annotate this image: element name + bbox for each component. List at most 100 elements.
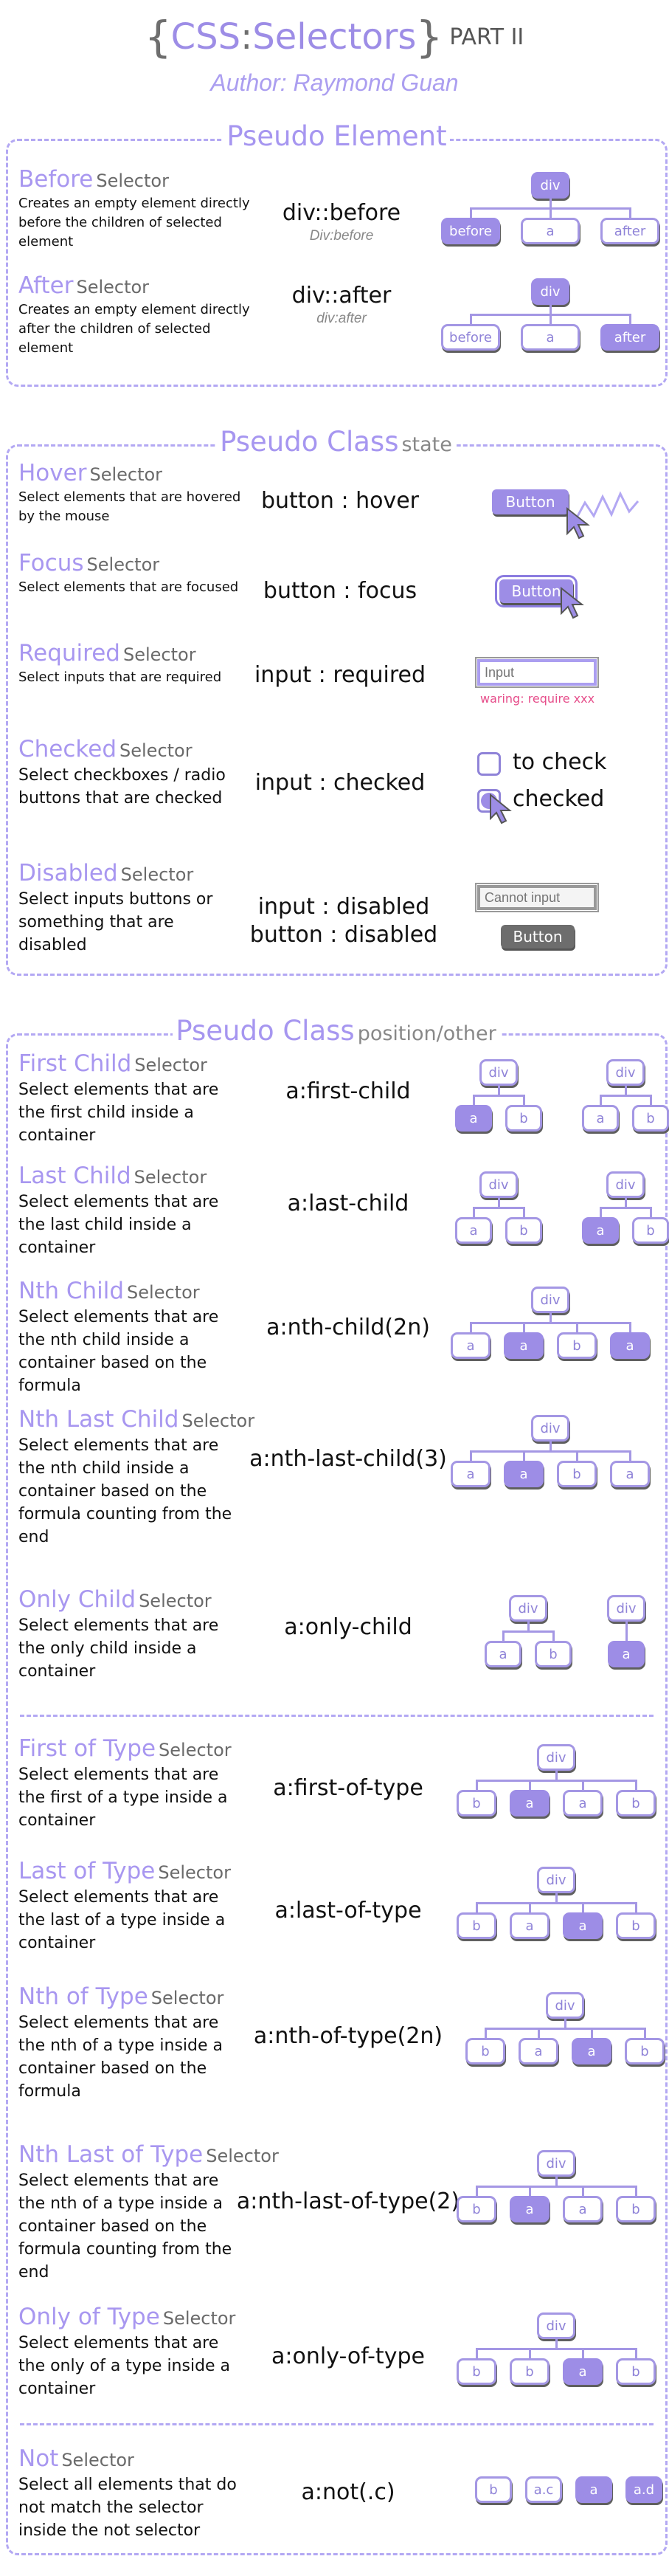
selector-description: Select elements that are the nth child i… xyxy=(18,1436,232,1546)
tree-connector xyxy=(472,1095,475,1105)
tree-child-node: b xyxy=(616,1790,656,1816)
selector-code: a:first-of-type xyxy=(273,1775,423,1801)
selector-name: Last Child xyxy=(18,1163,131,1189)
tree-connector xyxy=(581,1902,584,1912)
selector-tag: Selector xyxy=(162,2308,236,2329)
tree-connector xyxy=(522,1095,525,1105)
tree-child-node: b xyxy=(505,1217,542,1244)
tree-connector xyxy=(484,2028,487,2038)
tree-connector xyxy=(628,1450,631,1461)
tree-child-node: a xyxy=(608,1641,645,1667)
section-title: Pseudo Class xyxy=(217,426,402,458)
selector-description: Select elements that are the nth child i… xyxy=(18,1308,219,1395)
selector-code: a:last-of-type xyxy=(274,1898,422,1924)
tree-parent-node: div xyxy=(537,2312,575,2339)
title-selectors: Selectors xyxy=(252,16,417,58)
selector-code: a:first-child xyxy=(285,1078,411,1104)
selector-name: Hover xyxy=(18,460,87,486)
tree-connector xyxy=(476,2186,636,2188)
tree-connector xyxy=(599,1207,602,1217)
tree-connector xyxy=(549,1442,552,1451)
tree-connector xyxy=(581,1780,584,1790)
tree-connector xyxy=(555,2339,558,2349)
tree-child-node: a xyxy=(504,1461,544,1487)
unchecked-label: to check xyxy=(513,749,607,775)
selector-name: Nth Last Child xyxy=(18,1406,179,1433)
selector-tag: Selector xyxy=(134,1167,207,1188)
selector-description: Creates an empty element directly after … xyxy=(18,302,250,356)
selector-code: input : required xyxy=(254,662,426,688)
tree-child-node: b xyxy=(616,1912,656,1939)
tree-child-node: a xyxy=(572,2038,611,2064)
author: Author: Raymond Guan xyxy=(210,69,459,96)
tree-child-node: a xyxy=(582,1217,619,1244)
tree-connector xyxy=(528,1780,531,1790)
tree-connector xyxy=(497,1086,500,1095)
selector-tag: Selector xyxy=(139,1591,212,1611)
tree-connector xyxy=(475,1902,478,1912)
tree-connector xyxy=(537,2028,540,2038)
tree-child-node: a xyxy=(521,218,580,244)
tree-parent-node: div xyxy=(606,1171,645,1198)
tree-connector xyxy=(600,1095,651,1097)
tree-parent-node: div xyxy=(546,1992,584,2019)
unchecked-checkbox[interactable] xyxy=(477,752,501,776)
section-subtitle: state xyxy=(401,433,457,456)
tree-child-node: b xyxy=(557,1332,597,1359)
tree-parent-node: div xyxy=(479,1059,518,1086)
tree-child-node: a xyxy=(563,1790,603,1816)
tree-child-node: a xyxy=(519,2038,558,2064)
selector-name: Checked xyxy=(18,736,117,762)
tree-child-node: before xyxy=(441,218,500,244)
tree-connector xyxy=(469,1450,472,1461)
tree-connector xyxy=(564,2019,566,2028)
tree-connector xyxy=(469,314,472,324)
tree-child-node: before xyxy=(441,324,500,351)
tree-connector xyxy=(555,2177,558,2186)
tree-connector xyxy=(522,1450,525,1461)
selector-code-sub: Div:before xyxy=(309,228,374,244)
selector-name: Nth Child xyxy=(18,1278,125,1304)
tree-connector xyxy=(555,1893,558,1903)
required-demo-input[interactable] xyxy=(475,657,599,688)
selector-code: button : focus xyxy=(263,578,417,604)
selector-tag: Selector xyxy=(89,464,163,485)
tree-connector xyxy=(522,1322,525,1332)
tree-child-node: a xyxy=(563,2358,603,2385)
hover-demo-button[interactable]: Button xyxy=(492,489,569,514)
disabled-demo-input[interactable] xyxy=(475,883,599,912)
tree-child-node: a.d xyxy=(625,2476,662,2503)
tree-child-node: a.c xyxy=(525,2476,562,2503)
tree-connector xyxy=(528,2348,531,2358)
title-css: CSS xyxy=(170,16,241,58)
disabled-demo-button[interactable]: Button xyxy=(501,925,575,948)
selector-code: a:last-child xyxy=(287,1191,409,1216)
tree-child-node: b xyxy=(505,1105,542,1132)
tree-connector xyxy=(624,1086,627,1095)
tree-child-node: b xyxy=(616,2358,656,2385)
tree-child-node: b xyxy=(465,2038,505,2064)
selector-tag: Selector xyxy=(119,740,193,761)
tree-connector xyxy=(625,1630,628,1641)
selector-tag: Selector xyxy=(76,277,150,297)
selector-description: Select inputs that are required xyxy=(18,669,222,685)
tree-parent-node: div xyxy=(537,2150,575,2177)
selector-tag: Selector xyxy=(158,1862,231,1883)
tree-child-node: a xyxy=(504,1332,544,1359)
selector-description: Creates an empty element directly before… xyxy=(18,196,250,249)
tree-child-node: a xyxy=(610,1332,650,1359)
tree-connector xyxy=(628,314,631,324)
tree-child-node: a xyxy=(451,1461,491,1487)
selector-code-2: button : disabled xyxy=(249,922,438,948)
selector-code: a:nth-of-type(2n) xyxy=(253,2023,443,2049)
tree-child-node: b xyxy=(457,1790,496,1816)
selector-code: input : checked xyxy=(254,770,426,796)
tree-parent-node: div xyxy=(537,1867,575,1893)
tree-connector xyxy=(634,2348,637,2358)
